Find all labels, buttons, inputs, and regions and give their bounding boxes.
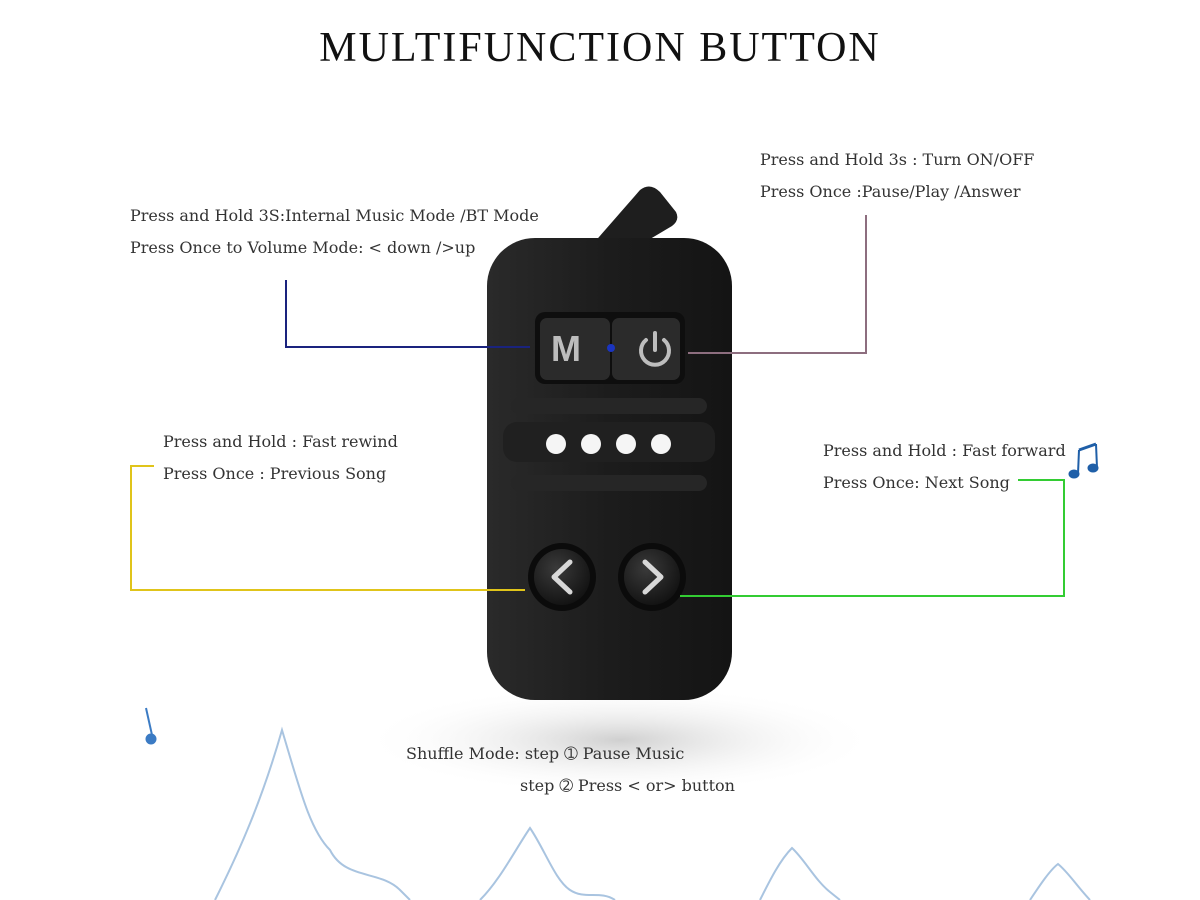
previous-button-annotation: Press and Hold : Fast rewind Press Once …: [163, 426, 398, 490]
device-body: [487, 238, 732, 700]
next-button-leader-line: [680, 479, 1065, 597]
power-button-leader-line: [688, 215, 867, 354]
next-button-face: [624, 549, 680, 605]
power-button-annotation: Press and Hold 3s : Turn ON/OFF Press On…: [760, 144, 1034, 208]
indicator-light: [651, 434, 671, 454]
shuffle-mode-annotation: Shuffle Mode: step ➀ Pause Music step ➁ …: [406, 738, 735, 802]
chevron-right-icon: [642, 559, 664, 595]
previous-button-face: [534, 549, 590, 605]
annotation-line: Press and Hold : Fast rewind: [163, 432, 398, 451]
device-shadow: [360, 685, 880, 795]
annotation-line: Press and Hold 3s : Turn ON/OFF: [760, 150, 1035, 169]
annotation-line: Press Once :Pause/Play /Answer: [760, 182, 1021, 201]
annotation-line: Shuffle Mode: step ➀ Pause Music: [406, 744, 685, 763]
music-note-icon: [145, 707, 157, 745]
chevron-left-icon: [551, 559, 573, 595]
indicator-light: [581, 434, 601, 454]
indicator-light: [616, 434, 636, 454]
ridge-bottom: [511, 475, 707, 491]
sound-wave-decoration: [214, 726, 1091, 900]
power-icon: [639, 331, 671, 367]
previous-button-leader-line: [130, 465, 525, 591]
annotation-line: Press Once: Next Song: [823, 473, 1010, 492]
annotation-line: Press Once : Previous Song: [163, 464, 387, 483]
next-button-annotation: Press and Hold : Fast forward Press Once…: [823, 435, 1066, 499]
m-button[interactable]: [540, 318, 610, 380]
lanyard-loop: [592, 186, 678, 245]
annotation-line: step ➁ Press < or> button: [520, 776, 735, 795]
annotation-line: Press and Hold : Fast forward: [823, 441, 1066, 460]
annotation-line: Press and Hold 3S:Internal Music Mode /B…: [130, 206, 539, 225]
music-note-icon: [1068, 442, 1099, 479]
m-button-label: M: [551, 328, 581, 369]
ridge-top: [511, 398, 707, 414]
m-button-annotation: Press and Hold 3S:Internal Music Mode /B…: [130, 200, 539, 264]
ridge-middle: [503, 422, 715, 462]
m-button-leader-line: [285, 280, 530, 348]
m-button-anchor-dot: [607, 344, 615, 352]
annotation-line: Press Once to Volume Mode: < down />up: [130, 238, 476, 257]
remote-device: M: [487, 186, 732, 700]
page-title: MULTIFUNCTION BUTTON: [319, 25, 881, 71]
indicator-light: [546, 434, 566, 454]
